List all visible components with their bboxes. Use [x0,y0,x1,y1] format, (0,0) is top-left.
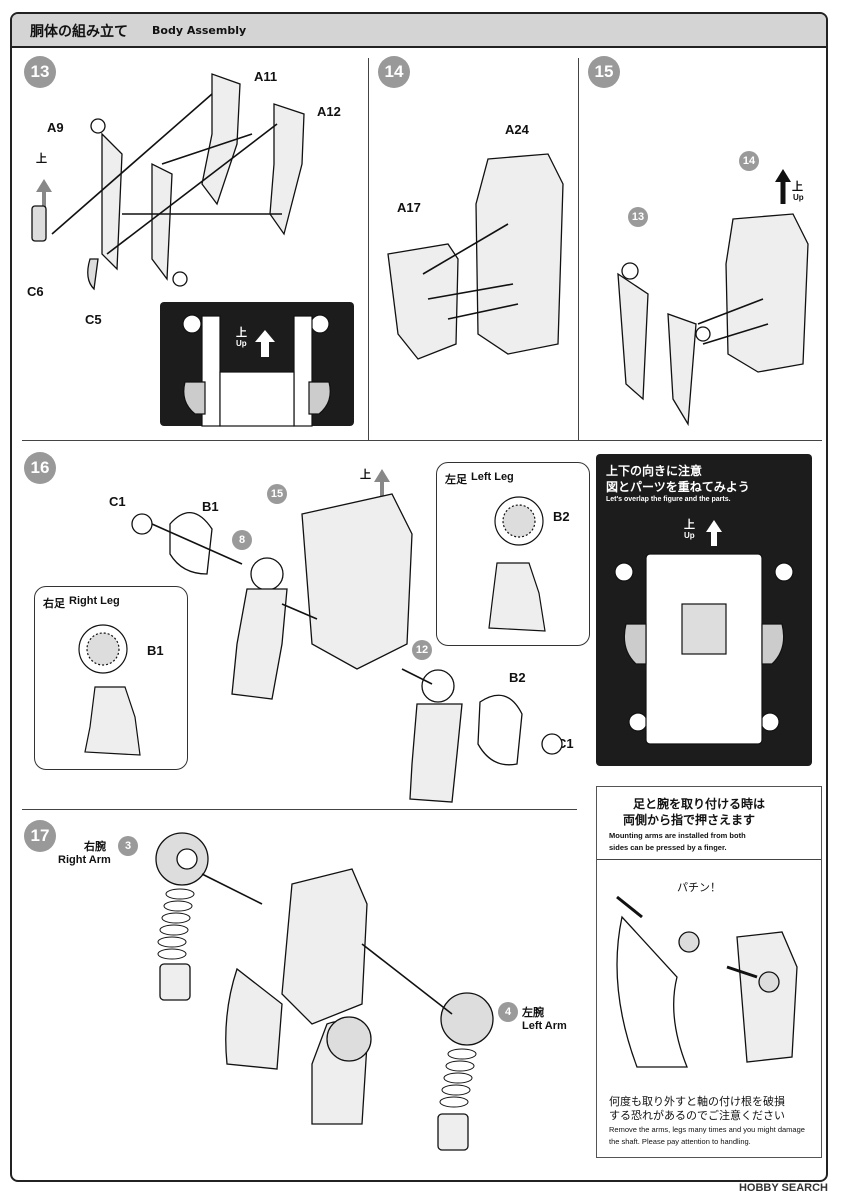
right-arm-jp: 右腕 [84,841,106,853]
ref-step-8: 8 [232,530,252,550]
overlap-up-en: Up [684,531,695,540]
overlap-hint-box: 上下の向きに注意 図とパーツを重ねてみよう Let's overlap the … [596,454,812,766]
right-leg-callout: 右足 Right Leg B1 [34,586,188,770]
overlap-text-jp-2: 図とパーツを重ねてみよう [606,480,750,494]
step-14-illustration [387,153,564,360]
note-title-en-2: sides can be pressed by a finger. [609,843,727,852]
divider [22,440,822,441]
part-label-a11: A11 [254,69,278,84]
overlap-illustration [614,520,794,745]
ref-step-13: 13 [628,207,648,227]
s15-up-jp: 上 [792,181,803,193]
warning-en-2: the shaft. Please pay attention to handl… [609,1137,751,1146]
ref-step-12: 12 [412,640,432,660]
ref-step-3: 3 [118,836,138,856]
warning-jp-2: する恐れがあるのでご注意ください [609,1110,785,1122]
warning-jp-1: 何度も取り外すと軸の付け根を破損 [609,1096,785,1108]
hint-up-en: Up [236,339,247,348]
ref-step-4: 4 [498,1002,518,1022]
left-leg-jp: 左足 [445,474,467,486]
left-arm-en: Left Arm [522,1020,567,1032]
note-title-jp-1: 足と腕を取り付ける時は [633,797,766,811]
section-header: 胴体の組み立て Body Assembly [12,14,826,48]
divider [597,859,821,860]
part-label-b1: B1 [147,643,164,658]
part-label-a12: A12 [317,104,341,119]
part-label-b2: B2 [553,509,570,524]
step-15-illustration [617,169,809,427]
step-14-number: 14 [378,56,410,88]
part-label-a24: A24 [505,122,529,137]
divider [22,809,577,810]
part-label-c5: C5 [85,312,102,327]
divider [578,58,579,440]
overlap-text-jp-1: 上下の向きに注意 [606,464,703,478]
hint-up-jp: 上 [236,327,247,339]
part-label-b2: B2 [509,670,526,685]
ref-step-15: 15 [267,484,287,504]
mounting-note: 足と腕を取り付ける時は 両側から指で押さえます Mounting arms ar… [596,786,822,1158]
part-label-a17: A17 [397,200,421,215]
note-title-en-1: Mounting arms are installed from both [609,831,746,840]
part-label-c1: C1 [109,494,126,509]
note-title-jp-2: 両側から指で押さえます [623,813,756,827]
step-16-illustration [131,469,563,803]
step-13-illustration [31,73,305,291]
right-leg-jp: 右足 [43,598,65,610]
right-leg-illustration [78,624,141,756]
hint-illustration [182,314,331,427]
watermark: HOBBY SEARCH [738,1182,828,1194]
right-leg-en: Right Leg [69,595,120,607]
left-arm-jp: 左腕 [522,1007,544,1019]
overlap-up-jp: 上 [684,519,695,531]
overlap-text-en: Let's overlap the figure and the parts. [606,496,731,503]
step-17-illustration [155,832,494,1151]
step-13-number: 13 [24,56,56,88]
s15-up-en: Up [793,193,804,202]
s16-up-jp: 上 [360,469,371,481]
snap-sound: パチン！ [677,882,721,894]
left-leg-en: Left Leg [471,471,514,483]
section-title-en: Body Assembly [152,24,247,37]
step-16-number: 16 [24,452,56,484]
part-label-a9: A9 [47,120,64,135]
hand-illustration [616,895,798,1068]
part-label-b1: B1 [202,499,219,514]
up-label-jp: 上 [36,153,47,165]
left-leg-callout: 左足 Left Leg B2 [436,462,590,646]
ref-step-14: 14 [739,151,759,171]
part-label-c6: C6 [27,284,44,299]
section-title-jp: 胴体の組み立て [30,24,128,40]
right-arm-en: Right Arm [58,854,111,866]
step-13-hint-box: 上 Up [160,302,354,427]
left-leg-illustration [488,496,546,632]
step-17-number: 17 [24,820,56,852]
divider [368,58,369,440]
instruction-sheet: 胴体の組み立て Body Assembly 13 A11 A12 A9 C6 C… [10,12,828,1182]
step-15-number: 15 [588,56,620,88]
warning-en-1: Remove the arms, legs many times and you… [609,1125,805,1134]
